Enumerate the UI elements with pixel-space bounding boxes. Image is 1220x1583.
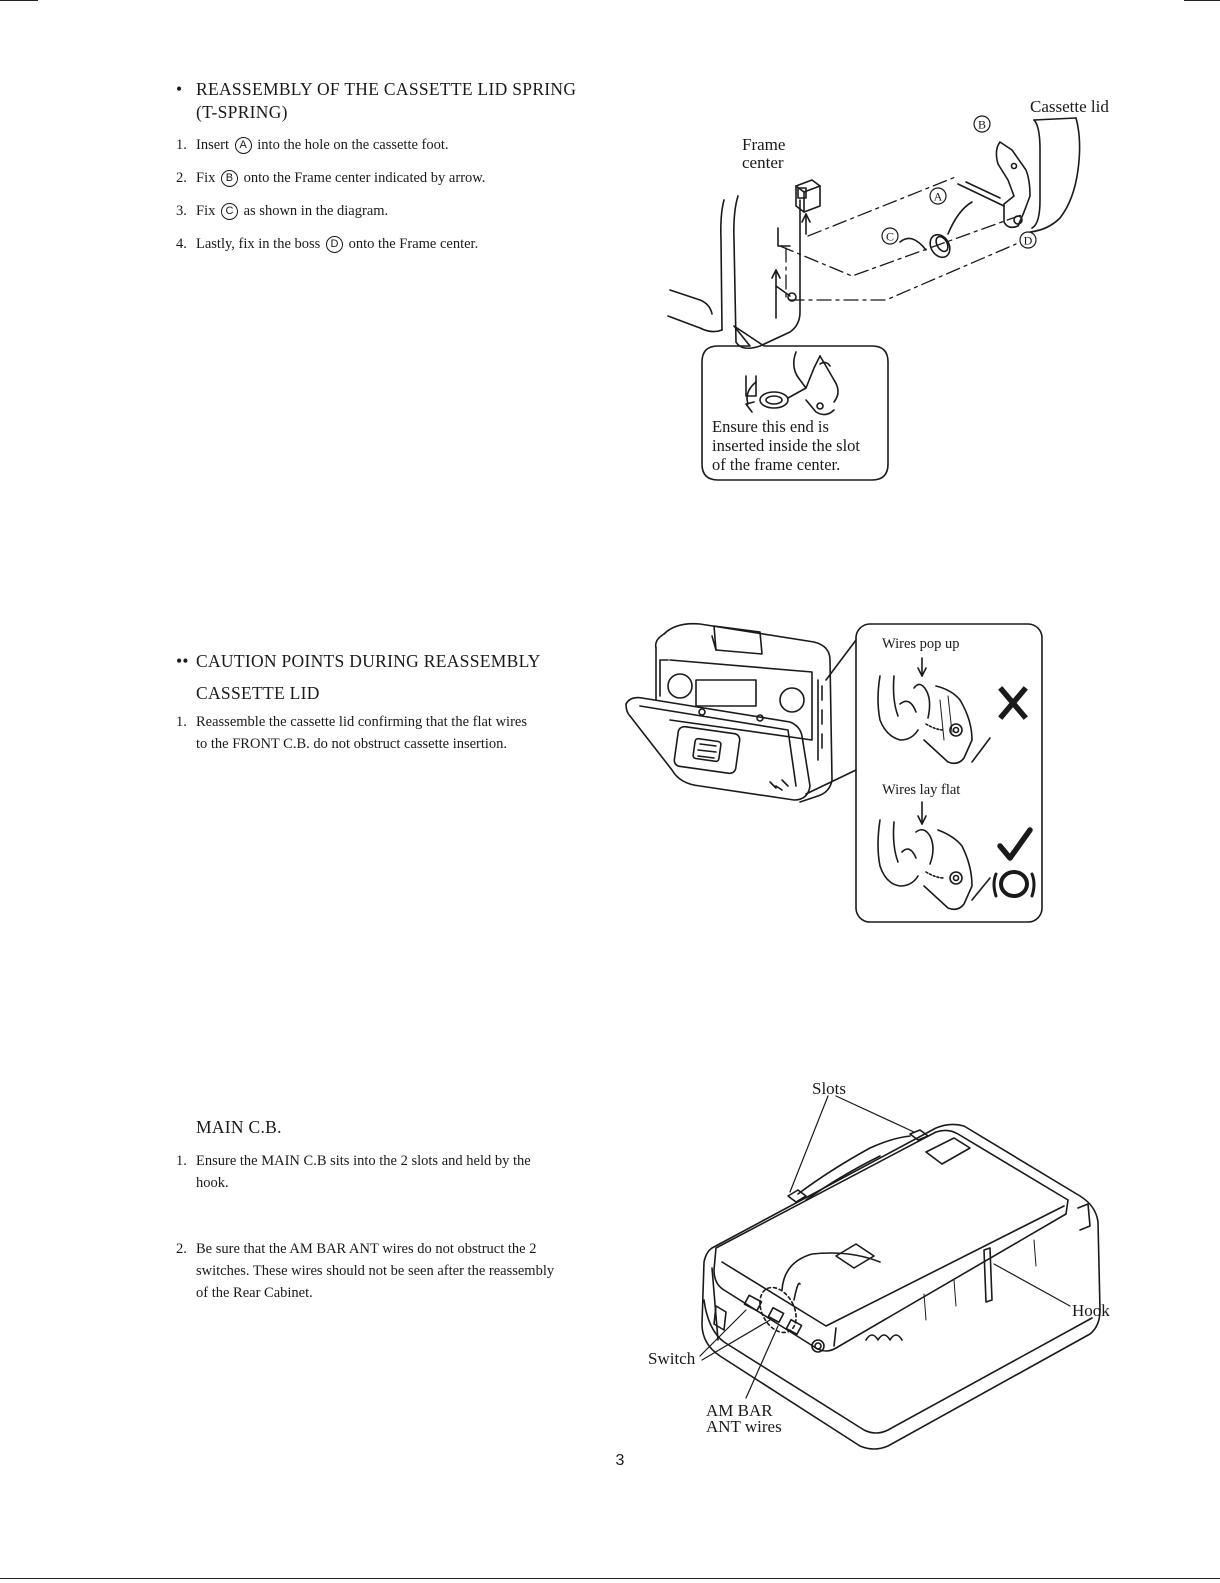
crop-mark-right	[1184, 0, 1220, 1]
step-number: 3.	[176, 203, 187, 219]
marker-d: D	[1019, 231, 1037, 249]
svg-text:A: A	[934, 190, 943, 204]
svg-text:C: C	[886, 230, 894, 244]
tspring-diagram	[667, 117, 1081, 481]
section-caution-heading: •• CAUTION POINTS DURING REASSEMBLY CASSE…	[176, 645, 616, 709]
step-number: 2.	[176, 1241, 187, 1257]
label-am-bar: AM BAR	[706, 1401, 773, 1420]
step-text: to the FRONT C.B. do not obstruct casset…	[196, 736, 508, 752]
bullet-marker: •	[176, 79, 183, 99]
section-tspring: • REASSEMBLY OF THE CASSETTE LID SPRING (…	[176, 78, 616, 266]
tspring-steps: 1. Insert A into the hole on the cassett…	[176, 134, 616, 255]
step-number: 1.	[176, 137, 187, 153]
step-text: Fix	[196, 170, 216, 186]
step-text: Be sure that the AM BAR ANT wires do not…	[196, 1241, 537, 1257]
bullet-marker: ••	[176, 651, 189, 671]
svg-text:D: D	[1024, 234, 1033, 248]
section-tspring-heading: • REASSEMBLY OF THE CASSETTE LID SPRING (…	[176, 78, 616, 124]
step-item: 2. Fix B onto the Frame center indicated…	[176, 167, 616, 189]
step-text: as shown in the diagram.	[243, 203, 389, 219]
step-number: 4.	[176, 236, 187, 252]
step-item: 1. Reassemble the cassette lid confirmin…	[176, 711, 616, 755]
label-frame: Frame	[742, 135, 785, 154]
step-text: hook.	[196, 1175, 229, 1191]
step-item: 3. Fix C as shown in the diagram.	[176, 200, 616, 222]
step-text: onto the Frame center.	[348, 236, 479, 252]
label-wires-lay-flat: Wires lay flat	[882, 782, 960, 798]
step-number: 1.	[176, 1153, 187, 1169]
caution-diagram	[625, 622, 1043, 923]
callout-text: Ensure this end is	[712, 417, 829, 436]
section-main-cb-heading: MAIN C.B.	[196, 1117, 282, 1137]
label-slots: Slots	[812, 1079, 846, 1098]
callout-text: inserted inside the slot	[712, 436, 860, 455]
circled-mark: B	[220, 170, 238, 187]
callout-text: of the frame center.	[712, 455, 840, 474]
section-main-cb: MAIN C.B. 1. Ensure the MAIN C.B sits in…	[176, 1116, 616, 1348]
main-cb-diagram	[699, 1095, 1101, 1450]
main-cb-steps: 1. Ensure the MAIN C.B sits into the 2 s…	[176, 1150, 616, 1304]
heading-line-1: CAUTION POINTS DURING REASSEMBLY	[196, 651, 541, 671]
circled-mark: D	[325, 236, 343, 253]
circled-mark: A	[234, 137, 252, 154]
step-text: onto the Frame center indicated by arrow…	[243, 170, 486, 186]
step-text: switches. These wires should not be seen…	[196, 1263, 555, 1279]
page-number: 3	[615, 1452, 625, 1469]
step-text: Reassemble the cassette lid confirming t…	[196, 714, 527, 730]
step-text: Ensure the MAIN C.B sits into the 2 slot…	[196, 1153, 531, 1169]
page-bottom-rule	[0, 1578, 1220, 1579]
marker-a: A	[929, 187, 947, 205]
heading-line-2: (T-SPRING)	[196, 102, 288, 122]
label-switch: Switch	[648, 1349, 696, 1368]
marker-b: B	[973, 115, 991, 133]
label-cassette-lid: Cassette lid	[1030, 97, 1109, 116]
svg-text:B: B	[978, 118, 986, 132]
step-item: 2. Be sure that the AM BAR ANT wires do …	[176, 1238, 616, 1304]
step-text: of the Rear Cabinet.	[196, 1285, 313, 1301]
label-hook: Hook	[1072, 1301, 1110, 1320]
step-number: 2.	[176, 170, 187, 186]
label-wires-pop-up: Wires pop up	[882, 636, 960, 652]
step-text: Fix	[196, 203, 216, 219]
label-ant-wires: ANT wires	[706, 1417, 782, 1436]
heading-line-2: CASSETTE LID	[196, 683, 320, 703]
step-item: 1. Ensure the MAIN C.B sits into the 2 s…	[176, 1150, 616, 1194]
step-item: 1. Insert A into the hole on the cassett…	[176, 134, 616, 156]
step-text: Lastly, fix in the boss	[196, 236, 321, 252]
step-text: into the hole on the cassette foot.	[257, 137, 449, 153]
circled-mark: C	[220, 203, 238, 220]
heading-line-1: REASSEMBLY OF THE CASSETTE LID SPRING	[196, 79, 577, 99]
label-center: center	[742, 153, 784, 172]
step-item: 4. Lastly, fix in the boss D onto the Fr…	[176, 233, 616, 255]
marker-c: C	[881, 227, 899, 245]
crop-mark-left	[0, 0, 38, 1]
caution-steps: 1. Reassemble the cassette lid confirmin…	[176, 711, 616, 755]
step-number: 1.	[176, 714, 187, 730]
section-caution: •• CAUTION POINTS DURING REASSEMBLY CASSE…	[176, 645, 616, 766]
step-text: Insert	[196, 137, 230, 153]
